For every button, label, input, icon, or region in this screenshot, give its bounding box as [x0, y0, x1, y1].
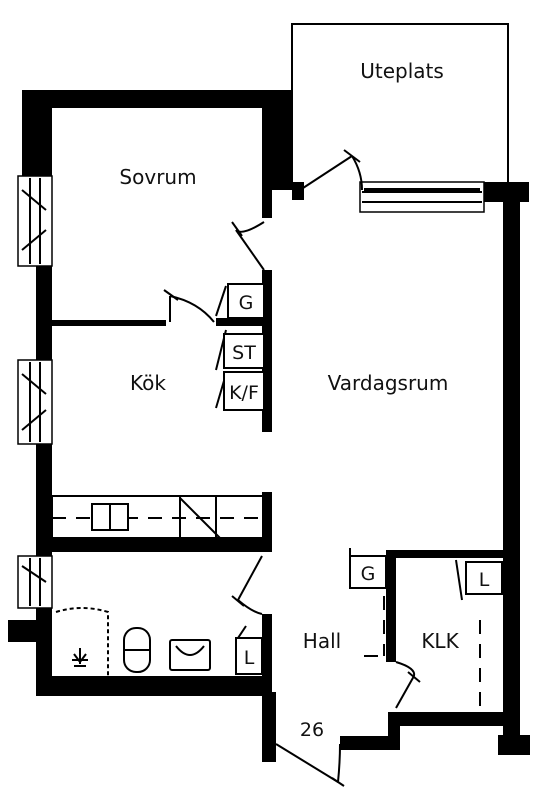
fixture-l-klk-label: L: [479, 569, 490, 591]
doors: [163, 149, 421, 787]
fixture-g-sovrum: G: [227, 283, 265, 319]
fixture-l-bath: L: [235, 625, 263, 675]
fixture-l-klk: L: [465, 561, 503, 595]
window-bedroom: [17, 175, 53, 267]
room-label-kok: Kök: [130, 371, 166, 395]
fixture-l-bath-label: L: [244, 647, 255, 669]
closet-dashes: [364, 596, 481, 712]
window-kitchen: [17, 359, 53, 445]
room-label-klk: KLK: [421, 629, 459, 653]
fixture-st-label: ST: [232, 342, 256, 364]
room-label-sovrum: Sovrum: [119, 165, 196, 189]
toilet-icon: [123, 627, 151, 673]
fixture-kf: K/F: [223, 371, 265, 411]
fixture-g-sovrum-label: G: [239, 292, 254, 314]
fixture-g-hall: G: [349, 555, 387, 589]
room-label-vardagsrum: Vardagsrum: [328, 371, 449, 395]
window-bathroom: [17, 555, 53, 609]
fixture-g-hall-label: G: [361, 563, 376, 585]
room-label-uteplats: Uteplats: [360, 59, 444, 83]
fixture-st: ST: [223, 333, 265, 369]
floor-drain-icon: [72, 648, 88, 667]
unit-number: 26: [300, 719, 324, 741]
left-windows: [17, 175, 53, 609]
patio: [291, 23, 509, 190]
kitchen-counter: [51, 495, 265, 539]
window-living-room: [359, 181, 485, 213]
bathroom-fixtures: [55, 607, 211, 676]
sink-icon: [169, 639, 211, 671]
fixture-kf-label: K/F: [229, 382, 259, 404]
room-label-hall: Hall: [303, 629, 341, 653]
walls: [8, 90, 530, 762]
